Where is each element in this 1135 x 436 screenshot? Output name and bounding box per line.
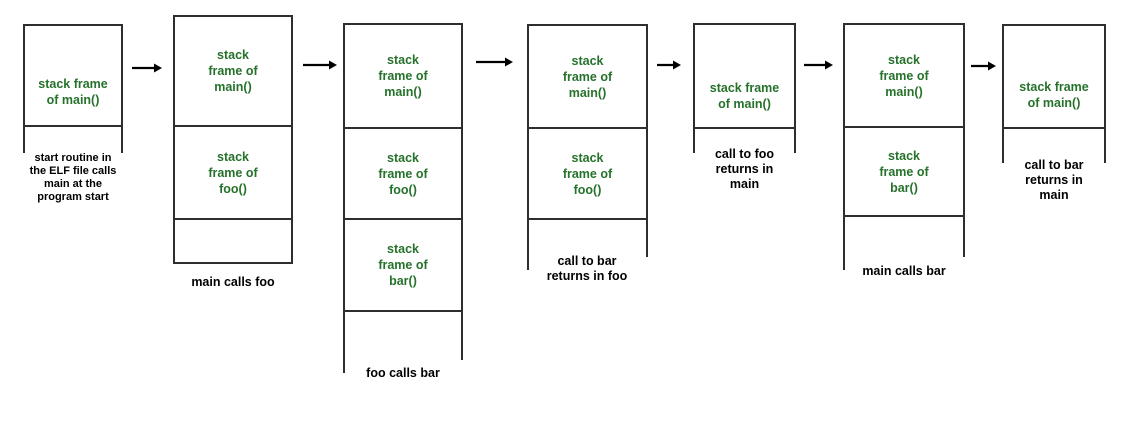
stack-frame-bar: stack frame of bar() — [879, 148, 929, 195]
stack-open-extension — [843, 217, 965, 270]
stack-box: stack frame of main() — [1002, 24, 1106, 129]
stack-frame-main: stack frame of main() — [345, 25, 461, 129]
stack-frame-bar: stack frame of bar() — [378, 242, 428, 288]
empty-stack-slot — [175, 220, 291, 262]
arrow-right-icon — [804, 59, 833, 71]
step-caption: main calls bar — [862, 264, 946, 278]
step-caption: call to bar returns in foo — [546, 254, 628, 283]
stack-frame-main: stack frame of main() — [38, 77, 108, 107]
stack-frame-foo: stack frame of foo() — [562, 150, 613, 197]
stack-frame-main: stack frame of main() — [1019, 80, 1089, 110]
stack-box: stack frame of main() stack frame of foo… — [343, 23, 463, 312]
arrow-right-icon — [971, 60, 996, 72]
arrow-right-icon — [132, 62, 162, 74]
stack-frame-main: stack frame of main() — [709, 81, 780, 111]
stack-box: stack frame of main() — [693, 23, 796, 129]
stack-frame-foo: stack frame of foo() — [345, 129, 461, 220]
arrow-right-icon — [476, 56, 513, 68]
step-caption: main calls foo — [191, 275, 275, 289]
stack-open-extension — [23, 127, 123, 153]
step-caption: start routine in the ELF file calls main… — [29, 152, 117, 203]
stack-open-extension — [527, 220, 648, 270]
stack-frame-main: stack frame of main() — [845, 25, 963, 128]
step-caption: call to bar returns in main — [1024, 158, 1084, 202]
stack-frame-foo: stack frame of foo() — [175, 127, 291, 220]
step-caption: call to foo returns in main — [714, 147, 775, 191]
stack-open-extension — [1002, 129, 1106, 163]
stack-open-extension — [343, 312, 463, 373]
arrow-right-icon — [657, 59, 681, 71]
arrow-right-icon — [303, 59, 337, 71]
step-caption: foo calls bar — [366, 366, 440, 380]
stack-box: stack frame of main() stack frame of foo… — [173, 15, 293, 264]
stack-open-extension — [693, 129, 796, 153]
stack-frame-main: stack frame of main() — [529, 26, 646, 129]
stack-box: stack frame of main() stack frame of bar… — [843, 23, 965, 217]
stack-box: stack frame of main() — [23, 24, 123, 127]
stack-frame-main: stack frame of main() — [175, 17, 291, 127]
stack-box: stack frame of main() stack frame of foo… — [527, 24, 648, 220]
